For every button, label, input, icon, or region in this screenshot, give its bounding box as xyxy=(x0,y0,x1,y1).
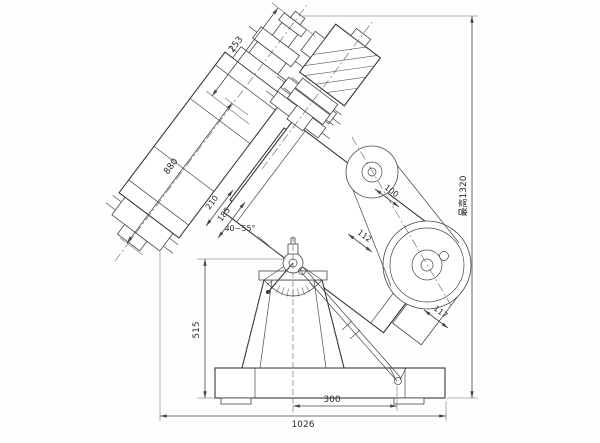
dimension-515: 515 xyxy=(192,258,286,399)
dimension-300: 300 xyxy=(293,386,398,411)
dim-1026-label: 1026 xyxy=(292,420,315,430)
motor-assembly xyxy=(283,23,382,132)
adjusting-rod xyxy=(298,267,407,385)
dim-1320-label: 最高1320 xyxy=(457,175,469,216)
motor-axis-centerline xyxy=(261,21,373,170)
base-foot-left xyxy=(220,397,252,405)
dim-300-label: 300 xyxy=(323,395,340,405)
tilt-angle-label: 40~55° xyxy=(224,224,255,233)
motor-pulley xyxy=(345,145,399,199)
dimension-1026: 1026 xyxy=(159,252,447,430)
base-plate xyxy=(214,367,446,405)
motor-terminal-box xyxy=(300,30,326,59)
dim-515-label: 515 xyxy=(192,321,202,338)
dimension-1320: 最高1320 xyxy=(303,15,478,399)
base-foot-right xyxy=(393,397,425,405)
pulley-axis-centerline xyxy=(351,136,453,308)
tilt-pointer-needle xyxy=(267,262,294,293)
